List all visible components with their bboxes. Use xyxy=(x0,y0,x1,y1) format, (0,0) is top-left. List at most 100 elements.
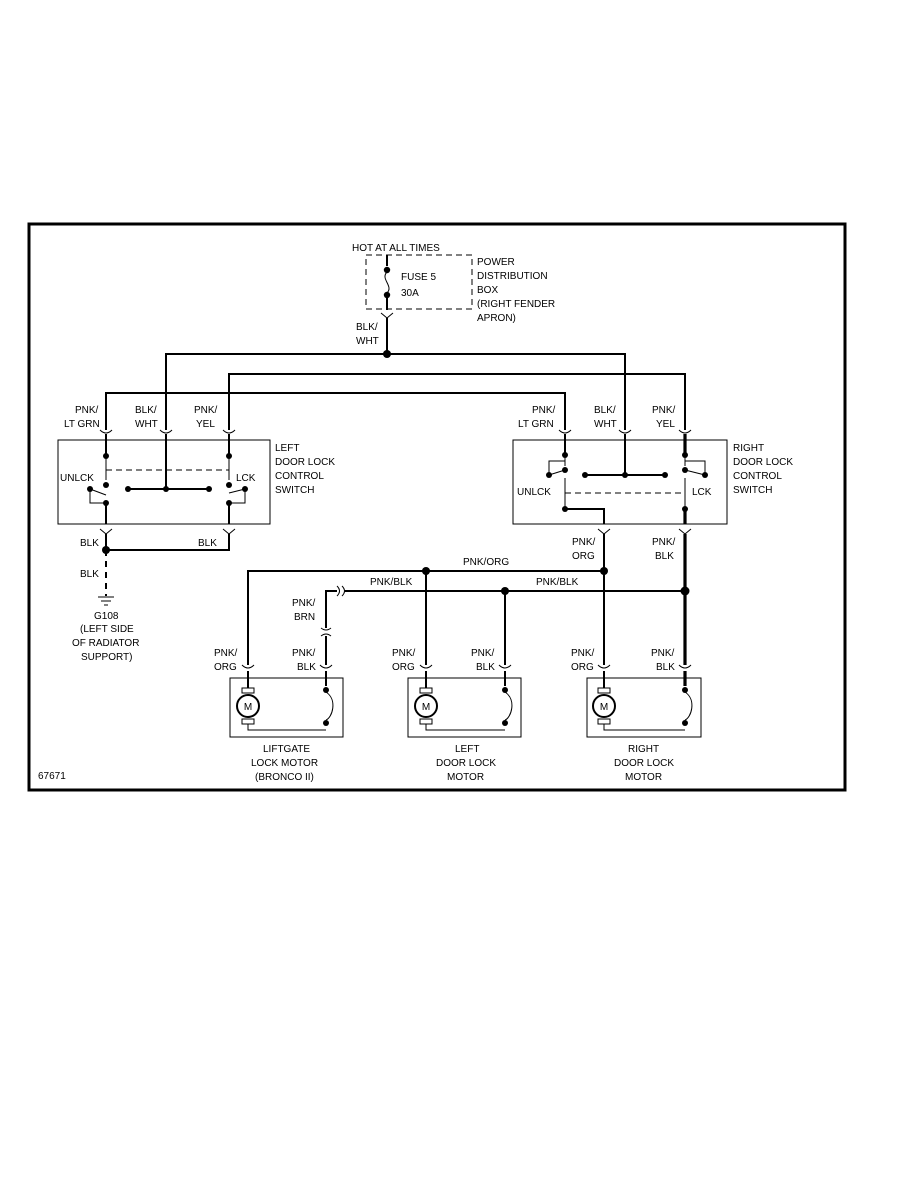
right-sw-lock-label: LCK xyxy=(692,487,712,498)
right-sw-bottom-wire2-b: BLK xyxy=(655,551,674,562)
left-switch-box xyxy=(57,439,271,525)
left-sw-bottom-wire-2: BLK xyxy=(198,538,217,549)
motor3-symbol: M xyxy=(600,702,608,713)
connector-icon xyxy=(380,312,394,319)
motor1-wire2-a: PNK/ xyxy=(292,648,316,659)
motor-icon xyxy=(236,694,260,718)
left-sw-wire2-a: BLK/ xyxy=(135,405,157,416)
power-box-desc-2: DISTRIBUTION xyxy=(477,271,548,282)
pnk-org-bus xyxy=(247,570,604,665)
pnk-yel-wire xyxy=(228,373,686,430)
right-sw-bottom-wire1-b: ORG xyxy=(572,551,595,562)
motor1-name-1: LIFTGATE xyxy=(263,744,310,755)
motor-icon xyxy=(592,694,616,718)
ground-wire-label: BLK xyxy=(80,569,99,580)
pnk-brn-label-2: BRN xyxy=(294,612,315,623)
left-sw-lock-label: LCK xyxy=(236,473,256,484)
motor-icon xyxy=(414,694,438,718)
right-sw-wire2-a: BLK/ xyxy=(594,405,616,416)
motor2-name-3: MOTOR xyxy=(447,772,484,783)
right-sw-bottom-wire1-a: PNK/ xyxy=(572,537,596,548)
motor3-wire1-a: PNK/ xyxy=(571,648,595,659)
left-sw-wire2-b: WHT xyxy=(135,419,158,430)
motor1-name-2: LOCK MOTOR xyxy=(251,758,318,769)
left-sw-label-3: CONTROL xyxy=(275,471,324,482)
fuse-rating: 30A xyxy=(401,288,419,299)
motor2-wire1-b: ORG xyxy=(392,662,415,673)
pnk-brn-label-1: PNK/ xyxy=(292,598,316,609)
power-box-desc-5: APRON) xyxy=(477,313,516,324)
pnk-blk-bus-label-left: PNK/BLK xyxy=(370,577,413,588)
left-sw-label-4: SWITCH xyxy=(275,485,314,496)
right-sw-wire2-b: WHT xyxy=(594,419,617,430)
hot-at-all-times-label: HOT AT ALL TIMES xyxy=(352,243,440,254)
motor3-wire2-b: BLK xyxy=(656,662,675,673)
motor3-name-2: DOOR LOCK xyxy=(614,758,674,769)
motor3-wire1-b: ORG xyxy=(571,662,594,673)
right-sw-unlock-label: UNLCK xyxy=(517,487,551,498)
motor-liftgate: PNK/ ORG PNK/ BLK M LIFTGATE LOCK MOTOR … xyxy=(214,648,344,783)
motor1-wire1-b: ORG xyxy=(214,662,237,673)
pnk-org-bus-label: PNK/ORG xyxy=(463,557,509,568)
right-sw-wire1-a: PNK/ xyxy=(532,405,556,416)
ground-desc-3: SUPPORT) xyxy=(81,652,133,663)
diagram-frame xyxy=(27,222,847,792)
power-box-outline xyxy=(365,254,473,310)
power-box-desc-1: POWER xyxy=(477,257,515,268)
right-sw-label-2: DOOR LOCK xyxy=(733,457,793,468)
left-sw-bottom-wire-1: BLK xyxy=(80,538,99,549)
left-door-motor-box xyxy=(407,677,522,738)
connector-icon xyxy=(336,585,340,597)
fuse-label: FUSE 5 xyxy=(401,272,436,283)
motor1-wire2-b: BLK xyxy=(297,662,316,673)
motor2-wire2-b: BLK xyxy=(476,662,495,673)
motor3-name-1: RIGHT xyxy=(628,744,659,755)
left-switch-ground-wire xyxy=(105,534,230,551)
motor-left-door: PNK/ ORG PNK/ BLK M LEFT DOOR LOCK MOTOR xyxy=(392,648,522,783)
pnk-blk-bus-label-right: PNK/BLK xyxy=(536,577,579,588)
motor3-name-3: MOTOR xyxy=(625,772,662,783)
motor-buses: PNK/ORG PNK/BLK PNK/BLK PNK/ BRN xyxy=(247,534,690,665)
power-distribution-box: HOT AT ALL TIMES FUSE 5 30A POWER DISTRI… xyxy=(352,243,555,347)
feed-wires xyxy=(105,318,686,430)
right-sw-label-1: RIGHT xyxy=(733,443,764,454)
power-box-desc-4: (RIGHT FENDER xyxy=(477,299,555,310)
ground-id: G108 xyxy=(94,611,119,622)
right-switch-box xyxy=(512,439,728,525)
motor2-wire2-a: PNK/ xyxy=(471,648,495,659)
right-sw-bottom-wire2-a: PNK/ xyxy=(652,537,676,548)
right-sw-wire3-b: YEL xyxy=(656,419,675,430)
power-wire-label-2: WHT xyxy=(356,336,379,347)
ground-g108: BLK G108 (LEFT SIDE OF RADIATOR SUPPORT) xyxy=(72,550,139,663)
left-sw-wire1-a: PNK/ xyxy=(75,405,99,416)
left-sw-wire3-a: PNK/ xyxy=(194,405,218,416)
motor-right-door: PNK/ ORG PNK/ BLK M RIGHT DOOR LOCK MOTO… xyxy=(571,648,702,783)
left-sw-unlock-label: UNLCK xyxy=(60,473,94,484)
power-box-desc-3: BOX xyxy=(477,285,498,296)
motor1-symbol: M xyxy=(244,702,252,713)
right-sw-wire1-b: LT GRN xyxy=(518,419,554,430)
motor2-wire1-a: PNK/ xyxy=(392,648,416,659)
liftgate-motor-box xyxy=(229,677,344,738)
pnk-ltgrn-wire xyxy=(105,392,566,430)
motor1-name-3: (BRONCO II) xyxy=(255,772,314,783)
power-wire-label-1: BLK/ xyxy=(356,322,378,333)
ground-icon xyxy=(98,596,114,606)
motor2-name-1: LEFT xyxy=(455,744,479,755)
right-door-motor-box xyxy=(586,677,702,738)
left-sw-wire3-b: YEL xyxy=(196,419,215,430)
ground-desc-2: OF RADIATOR xyxy=(72,638,139,649)
left-door-lock-switch: PNK/ LT GRN BLK/ WHT PNK/ YEL xyxy=(57,405,335,554)
ground-desc-1: (LEFT SIDE xyxy=(80,624,134,635)
motor2-symbol: M xyxy=(422,702,430,713)
fuse-icon xyxy=(384,271,390,294)
motor2-name-2: DOOR LOCK xyxy=(436,758,496,769)
left-sw-label-2: DOOR LOCK xyxy=(275,457,335,468)
right-sw-label-4: SWITCH xyxy=(733,485,772,496)
left-sw-wire1-b: LT GRN xyxy=(64,419,100,430)
splice-dot xyxy=(383,350,391,358)
right-sw-label-3: CONTROL xyxy=(733,471,782,482)
motor1-wire1-a: PNK/ xyxy=(214,648,238,659)
right-door-lock-switch: PNK/ LT GRN BLK/ WHT PNK/ YEL xyxy=(512,405,793,562)
